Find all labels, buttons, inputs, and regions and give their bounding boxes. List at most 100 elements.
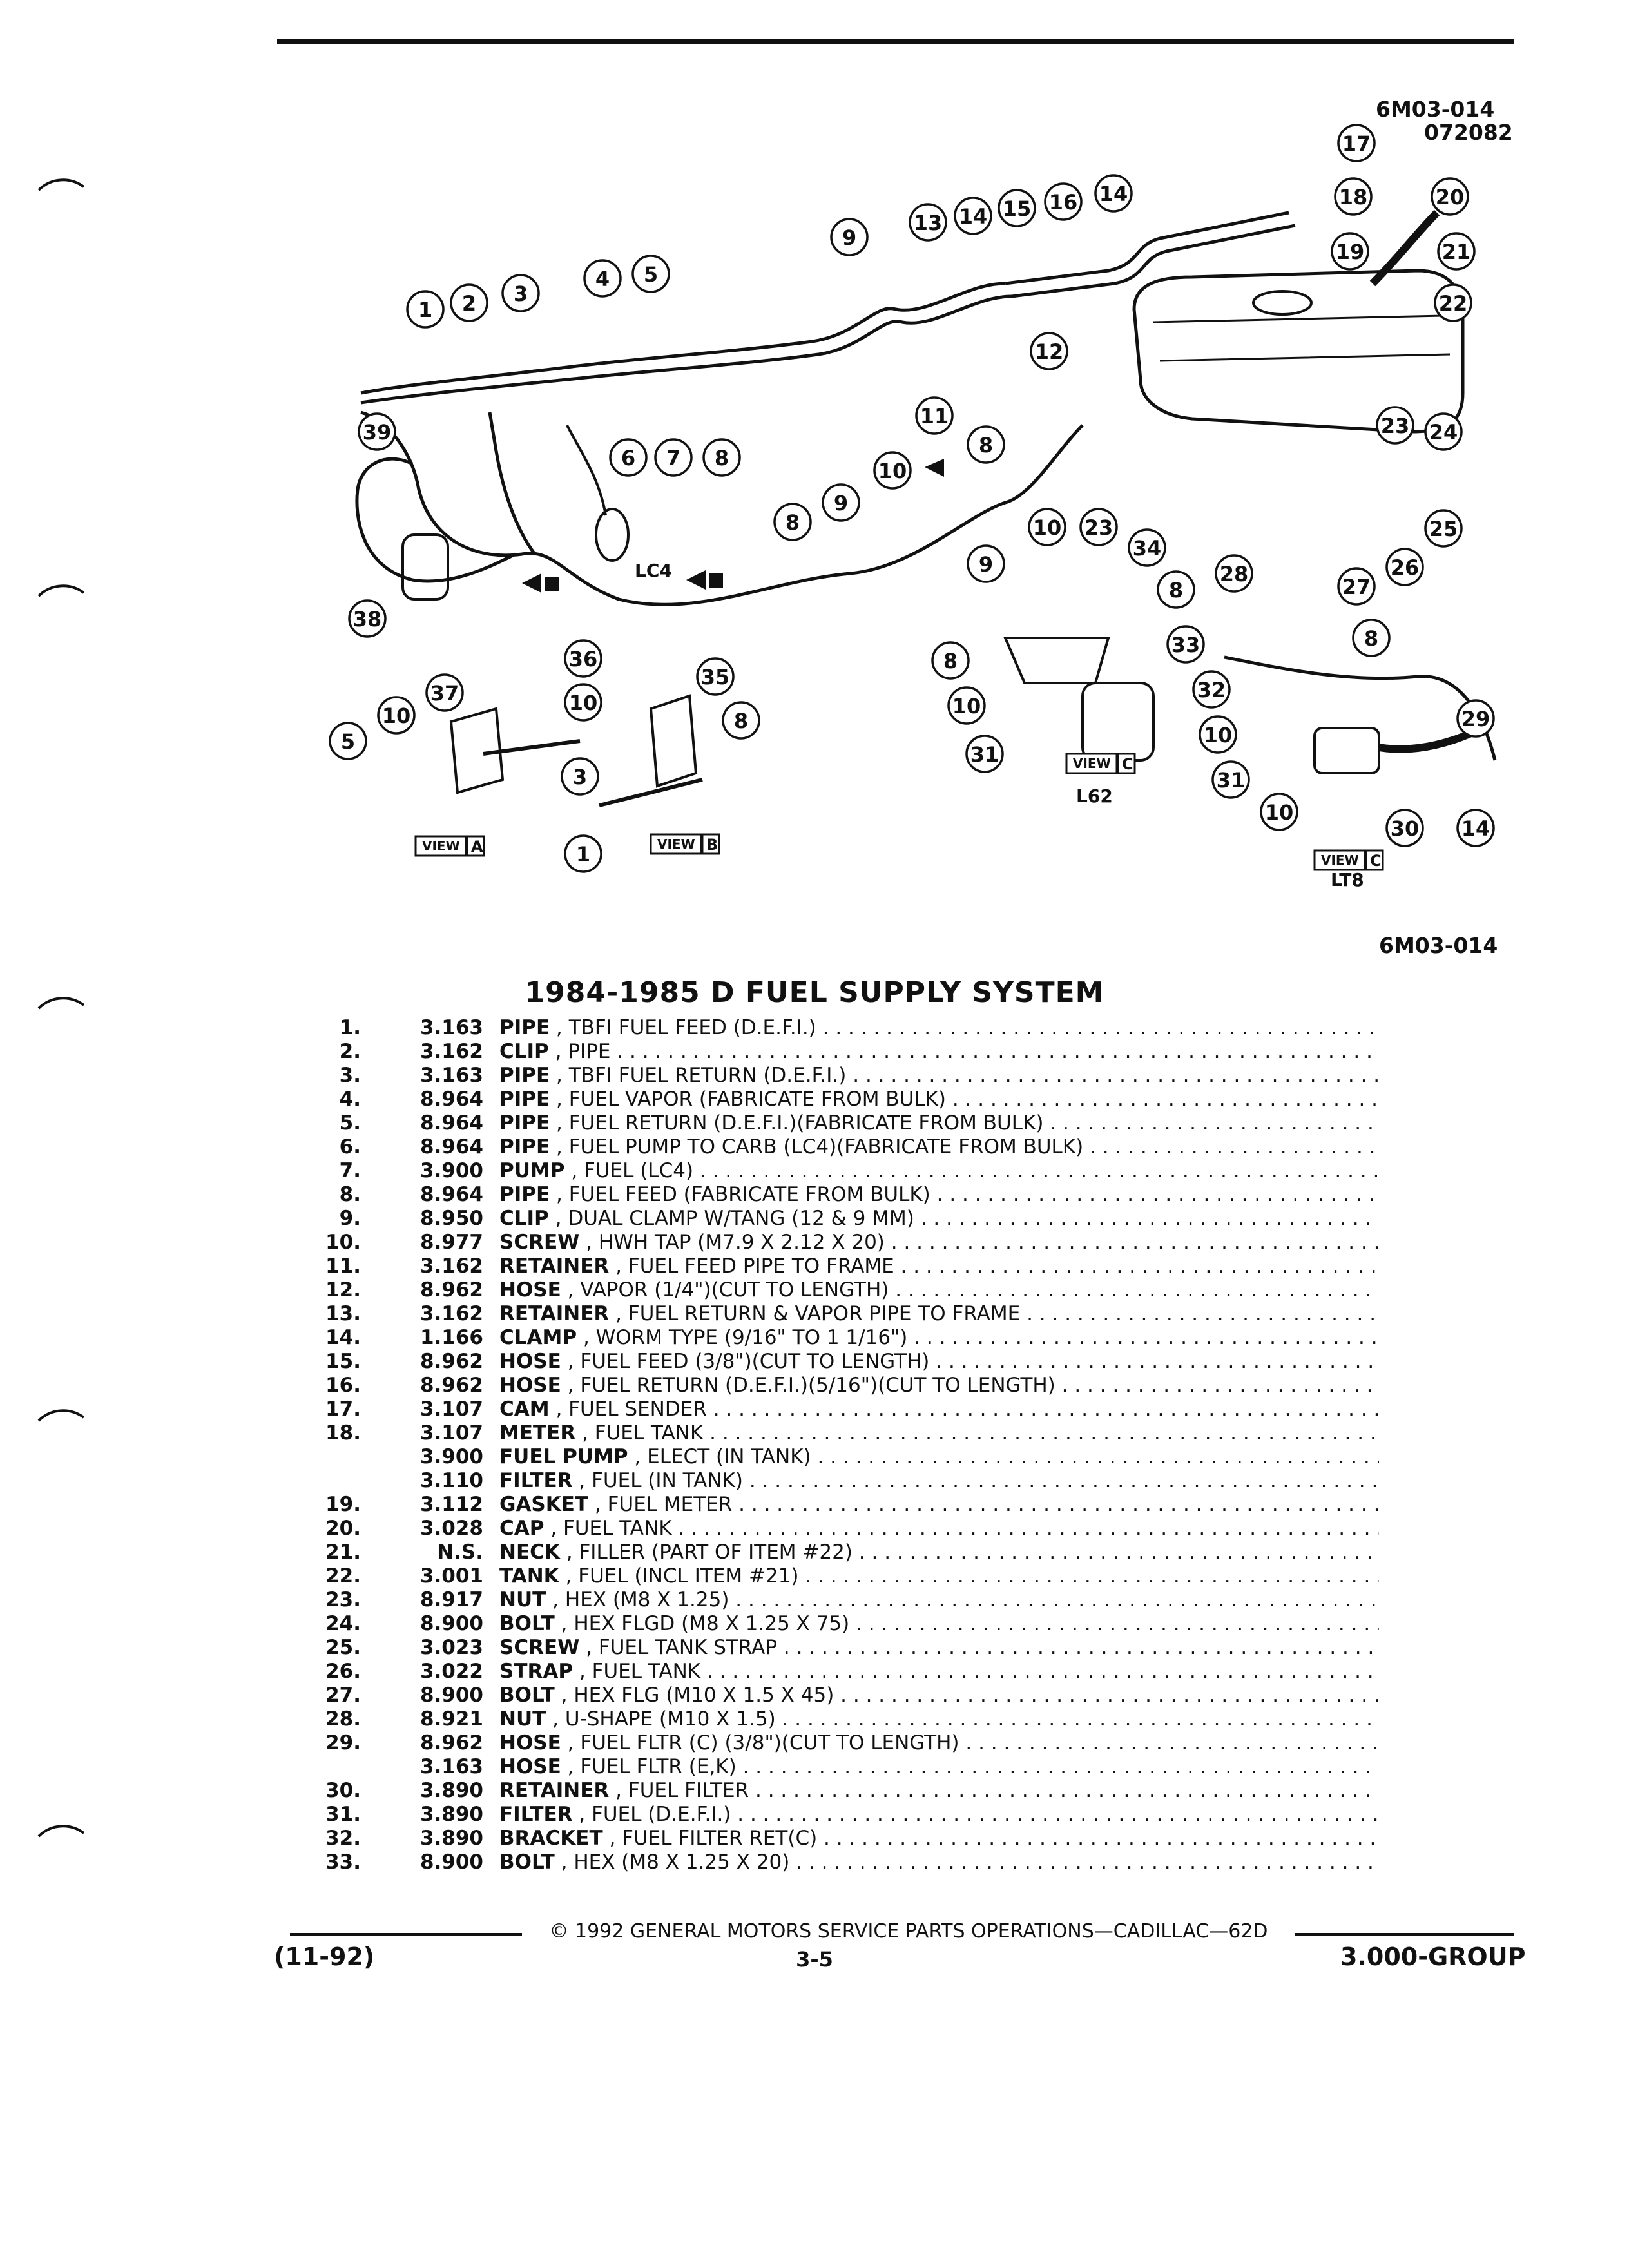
footer-rule-right xyxy=(1295,1933,1514,1936)
part-name: BOLT xyxy=(499,1850,555,1874)
footer-group: 3.000-GROUP xyxy=(1340,1943,1526,1971)
part-number: 9. xyxy=(339,1207,361,1230)
svg-text:10: 10 xyxy=(382,704,411,728)
svg-text:9: 9 xyxy=(979,552,993,577)
part-detail: , FUEL SENDER xyxy=(555,1398,707,1421)
svg-text:28: 28 xyxy=(1220,562,1249,586)
group-number: 3.023 xyxy=(419,1636,483,1659)
part-number: 3. xyxy=(339,1064,361,1087)
svg-text:23: 23 xyxy=(1084,515,1113,540)
part-name: HOSE xyxy=(499,1755,561,1778)
svg-text:8: 8 xyxy=(1364,626,1378,651)
callout-33: 33 xyxy=(1166,625,1205,664)
part-description: SCREW , FUEL TANK STRAP xyxy=(499,1636,1379,1660)
part-description: BOLT , HEX (M8 X 1.25 X 20) xyxy=(499,1850,1379,1874)
part-description: RETAINER , FUEL FILTER xyxy=(499,1779,1379,1803)
callout-12: 12 xyxy=(1030,332,1068,370)
svg-text:10: 10 xyxy=(1204,723,1233,747)
svg-text:18: 18 xyxy=(1339,185,1368,209)
part-name: CAM xyxy=(499,1398,550,1421)
part-name: HOSE xyxy=(499,1731,561,1754)
part-description: PUMP , FUEL (LC4) xyxy=(499,1159,1379,1183)
group-number: 3.163 xyxy=(419,1064,483,1087)
part-description: CAM , FUEL SENDER xyxy=(499,1398,1379,1421)
callout-14b: 14 xyxy=(1094,174,1133,213)
callout-1b: 1 xyxy=(564,834,602,873)
part-number: 6. xyxy=(339,1135,361,1158)
part-detail: , FUEL (INCL ITEM #21) xyxy=(565,1564,799,1588)
callout-9: 9 xyxy=(830,218,869,256)
part-detail: , HEX (M8 X 1.25) xyxy=(552,1588,729,1611)
svg-text:36: 36 xyxy=(569,647,598,671)
part-name: GASKET xyxy=(499,1493,589,1516)
svg-text:31: 31 xyxy=(1217,768,1246,793)
group-number: 3.162 xyxy=(419,1040,483,1063)
group-number: 3.112 xyxy=(419,1493,483,1516)
view-brackets xyxy=(449,694,703,807)
part-detail: , U-SHAPE (M10 X 1.5) xyxy=(552,1707,776,1731)
part-number: 33. xyxy=(325,1850,361,1874)
callout-14: 14 xyxy=(954,197,992,235)
part-description: NECK , FILLER (PART OF ITEM #22) xyxy=(499,1541,1379,1564)
callout-8f: 8 xyxy=(931,641,970,680)
part-number: 32. xyxy=(325,1827,361,1850)
part-name: RETAINER xyxy=(499,1302,610,1325)
callout-22: 22 xyxy=(1434,284,1472,322)
part-description: HOSE , FUEL FLTR (E,K) xyxy=(499,1755,1379,1779)
callout-14c: 14 xyxy=(1456,809,1495,847)
part-name: BOLT xyxy=(499,1684,555,1707)
group-number: 8.900 xyxy=(419,1684,483,1707)
svg-text:C: C xyxy=(1370,852,1382,870)
callout-8d: 8 xyxy=(1157,570,1195,609)
group-number: 3.163 xyxy=(419,1755,483,1778)
callout-8e: 8 xyxy=(1352,619,1391,657)
callout-34: 34 xyxy=(1128,528,1166,567)
part-number: 24. xyxy=(325,1612,361,1635)
svg-text:B: B xyxy=(706,836,718,854)
part-number: 14. xyxy=(325,1326,361,1349)
group-number: 8.964 xyxy=(419,1183,483,1206)
callout-39: 39 xyxy=(358,412,396,451)
part-detail: , FUEL RETURN (D.E.F.I.)(5/16")(CUT TO L… xyxy=(567,1374,1055,1397)
svg-text:L62: L62 xyxy=(1076,785,1113,807)
svg-text:8: 8 xyxy=(786,510,800,535)
callout-13: 13 xyxy=(909,203,947,242)
svg-text:10: 10 xyxy=(878,459,907,483)
part-description: CLIP , PIPE xyxy=(499,1040,1379,1064)
diagram-ref-bottom: 6M03-014 xyxy=(1379,933,1498,958)
part-description: CAP , FUEL TANK xyxy=(499,1517,1379,1541)
group-number: N.S. xyxy=(437,1541,483,1564)
fuel-tank xyxy=(1132,209,1465,434)
group-number: 3.900 xyxy=(419,1445,483,1468)
group-number: 1.166 xyxy=(419,1326,483,1349)
svg-text:15: 15 xyxy=(1003,197,1032,221)
part-detail: , FUEL PUMP TO CARB (LC4)(FABRICATE FROM… xyxy=(556,1135,1084,1158)
margin-mark xyxy=(37,997,85,1010)
part-detail: , VAPOR (1/4")(CUT TO LENGTH) xyxy=(567,1278,889,1302)
callout-15: 15 xyxy=(998,189,1036,227)
part-description: PIPE , FUEL RETURN (D.E.F.I.)(FABRICATE … xyxy=(499,1111,1379,1135)
callout-5: 5 xyxy=(631,255,670,293)
direction-arrows xyxy=(522,459,944,593)
part-description: FILTER , FUEL (IN TANK) xyxy=(499,1469,1379,1493)
svg-text:LC4: LC4 xyxy=(635,560,672,581)
callout-32: 32 xyxy=(1192,670,1231,709)
callout-26: 26 xyxy=(1385,548,1424,586)
callout-3: 3 xyxy=(501,274,540,312)
part-description: STRAP , FUEL TANK xyxy=(499,1660,1379,1684)
group-number: 3.162 xyxy=(419,1254,483,1278)
part-description: PIPE , FUEL PUMP TO CARB (LC4)(FABRICATE… xyxy=(499,1135,1379,1159)
